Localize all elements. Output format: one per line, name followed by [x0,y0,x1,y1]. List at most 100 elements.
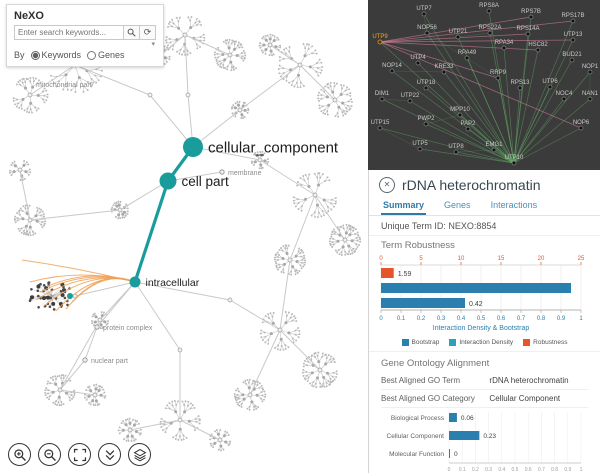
subnetwork-panel[interactable]: UTP7 RPS8A RPS7B RPS17B NOP56 UTP21 RPS22A RPS1… [368,0,600,170]
tree-node-intracellular[interactable]: intracellular [129,276,200,289]
svg-text:RPS13: RPS13 [510,80,530,86]
svg-text:KRE33: KRE33 [434,64,454,70]
network-node-UTP18[interactable]: UTP18 [417,80,436,91]
network-node-RPA34[interactable]: RPA34 [495,40,514,51]
svg-text:UTP15: UTP15 [371,120,390,126]
radio-genes[interactable]: Genes [87,50,125,60]
network-node-DIM1[interactable]: DIM1 [375,91,390,102]
radio-genes-input[interactable] [87,50,97,60]
legend-swatch [401,339,409,346]
svg-text:0.5: 0.5 [477,316,486,322]
zoom-out-button[interactable] [38,443,61,466]
network-node-UTP4[interactable]: UTP4 [410,55,426,66]
network-node-HSC82[interactable]: HSC82 [528,42,548,53]
network-node-NAN1[interactable]: NAN1 [582,91,599,102]
network-node-NOC4[interactable]: NOC4 [556,91,573,102]
network-node-RPS17B[interactable]: RPS17B [561,13,585,24]
tab-interactions[interactable]: Interactions [490,200,538,210]
svg-text:HSC82: HSC82 [528,42,548,48]
radio-keywords[interactable]: Keywords [30,50,82,60]
svg-text:EMG1: EMG1 [485,142,503,148]
svg-text:0.23: 0.23 [483,433,496,440]
search-button[interactable] [124,25,140,40]
gene-network-canvas[interactable]: UTP7 RPS8A RPS7B RPS17B NOP56 UTP21 RPS22A RPS1… [368,0,600,170]
legend-swatch [449,339,457,346]
svg-text:0.2: 0.2 [417,316,426,322]
go-row-value: Cellular Component [489,394,561,403]
svg-text:10: 10 [458,256,465,262]
network-node-UTP10[interactable]: UTP10 [505,155,524,166]
network-node-UTP21[interactable]: UTP21 [449,29,468,40]
network-node-UTP15[interactable]: UTP15 [371,120,390,131]
network-node-UTP5[interactable]: UTP5 [412,141,428,152]
network-node-UTP9[interactable]: UTP9 [372,34,388,45]
unique-term-id: Unique Term ID: NEXO:8854 [369,216,600,236]
details-tabs: Summary Genes Interactions [369,196,600,216]
close-details-button[interactable]: ✕ [379,177,395,193]
network-node-UTP13[interactable]: UTP13 [564,32,583,43]
search-mode-row: By Keywords Genes [14,50,156,60]
network-node-RPS7B[interactable]: RPS7B [521,9,541,20]
svg-text:0.5: 0.5 [512,467,519,473]
network-node-NOP6[interactable]: NOP6 [573,120,590,131]
tab-summary[interactable]: Summary [381,196,427,215]
network-node-NOP14[interactable]: NOP14 [382,63,402,74]
svg-text:Molecular Function: Molecular Function [389,451,444,458]
collapse-levels-button[interactable] [98,443,121,466]
svg-text:UTP8: UTP8 [448,144,464,150]
svg-text:cell part: cell part [182,174,230,189]
search-options-toggle[interactable]: ▾ [14,41,155,48]
svg-text:0.4: 0.4 [457,316,466,322]
tree-node-cluster-hub[interactable] [67,293,73,299]
radio-keywords-input[interactable] [30,50,40,60]
svg-text:0.9: 0.9 [564,467,571,473]
zoom-out-icon [43,448,56,461]
network-node-KRE33[interactable]: KRE33 [434,64,454,75]
network-node-UTP22[interactable]: UTP22 [401,93,420,104]
network-node-RPS8A[interactable]: RPS8A [479,3,499,14]
svg-text:0: 0 [454,451,458,458]
svg-text:0.2: 0.2 [472,467,479,473]
network-node-UTP7[interactable]: UTP7 [416,6,432,17]
fit-to-view-button[interactable] [68,443,91,466]
network-node-UTP6[interactable]: UTP6 [542,79,558,90]
tree-node-cell-part[interactable]: cell part [159,172,230,190]
network-node-NOP1[interactable]: NOP1 [582,64,599,75]
network-node-PAP2[interactable]: PAP2 [461,121,477,132]
network-node-BUD21[interactable]: BUD21 [562,52,582,63]
svg-text:Biological Process: Biological Process [391,415,445,422]
search-icon [127,28,136,37]
network-node-EMG1[interactable]: EMG1 [485,142,503,153]
reset-button[interactable]: ⟳ [140,25,156,40]
svg-text:0.7: 0.7 [538,467,545,473]
svg-text:NOP14: NOP14 [382,63,402,69]
term-title: rDNA heterochromatin [402,177,541,193]
network-node-RPS14A[interactable]: RPS14A [516,26,540,37]
svg-text:NOP6: NOP6 [573,120,590,126]
tab-genes[interactable]: Genes [444,200,471,210]
network-node-PWP2[interactable]: PWP2 [417,116,435,127]
network-node-RPS13[interactable]: RPS13 [510,80,530,91]
tree-node-cellular-component[interactable]: cellular_component [183,137,339,157]
svg-text:UTP9: UTP9 [372,34,388,40]
layers-button[interactable] [128,443,151,466]
search-input[interactable] [14,25,124,40]
svg-text:20: 20 [538,256,545,262]
svg-text:0.06: 0.06 [461,415,474,422]
network-node-RPS22A[interactable]: RPS22A [478,25,502,36]
network-node-RPA49[interactable]: RPA49 [458,50,477,61]
network-node-NOP56[interactable]: NOP56 [417,25,437,36]
network-node-UTP8[interactable]: UTP8 [448,144,464,155]
zoom-in-button[interactable] [8,443,31,466]
radio-keywords-label: Keywords [41,50,82,60]
svg-text:BUD21: BUD21 [562,52,582,58]
network-node-RRP9[interactable]: RRP9 [490,70,507,81]
network-node-MPP10[interactable]: MPP10 [450,107,470,118]
refresh-icon: ⟳ [143,27,152,37]
svg-text:UTP21: UTP21 [449,29,468,35]
